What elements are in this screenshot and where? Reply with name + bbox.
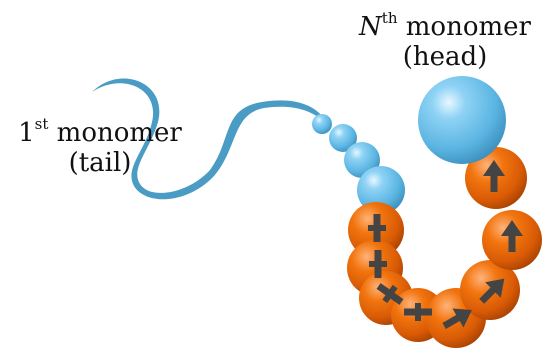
head-ordinal-suffix: th <box>382 9 398 27</box>
head-ordinal: N <box>359 12 382 42</box>
tail-word: monomer <box>57 118 182 148</box>
head-word: monomer <box>406 12 531 42</box>
head-role: (head) <box>403 42 488 72</box>
tail-label: 1st monomer (tail) <box>0 118 200 178</box>
tail-ordinal: 1 <box>18 118 35 148</box>
head-bead <box>418 76 506 164</box>
blue-bead <box>312 114 332 134</box>
tail-ordinal-suffix: st <box>35 115 49 133</box>
tail-role: (tail) <box>69 148 132 178</box>
head-label: Nth monomer (head) <box>350 12 540 72</box>
